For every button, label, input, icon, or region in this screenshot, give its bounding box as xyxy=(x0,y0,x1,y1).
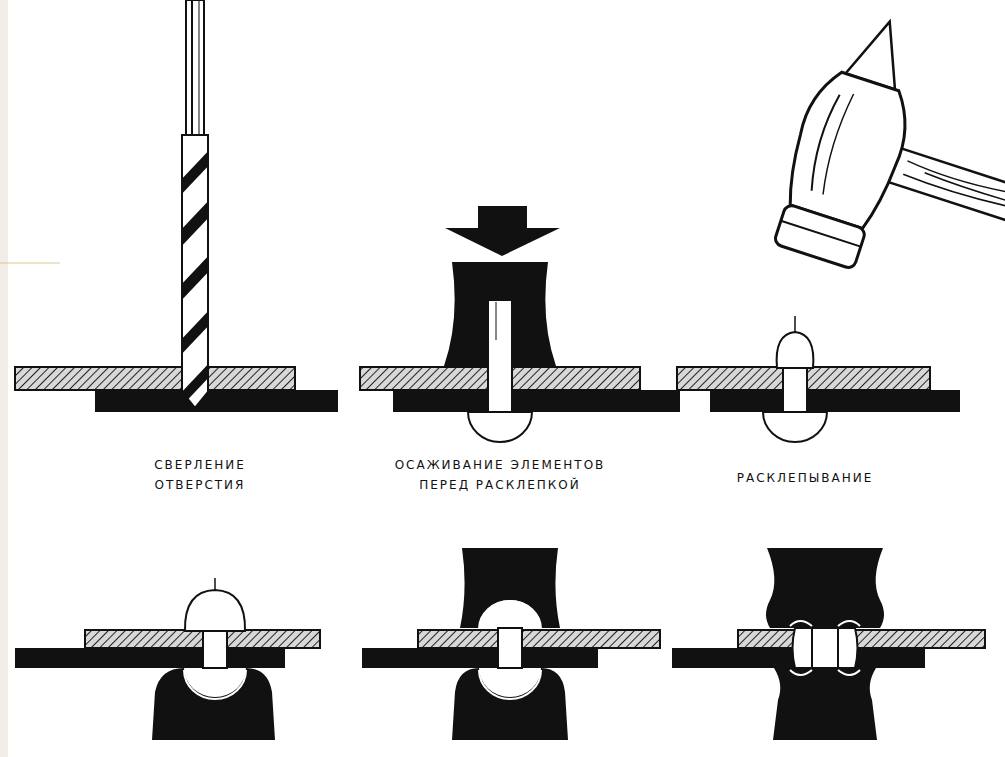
lower-plate xyxy=(710,390,960,412)
two-tool-panel xyxy=(362,548,660,740)
wood-grain xyxy=(903,159,1005,225)
drill-flute xyxy=(176,145,214,200)
force-arrow xyxy=(445,206,560,256)
drill-shank-line xyxy=(191,0,193,137)
rivet-body xyxy=(793,628,858,668)
rivet-axis-line xyxy=(794,316,796,332)
drill-shank-line xyxy=(199,0,200,137)
upper-tool xyxy=(766,548,884,628)
hammer-face xyxy=(773,204,866,270)
lower-tool xyxy=(773,668,877,740)
upper-tool xyxy=(460,548,560,628)
rivet-shank-line xyxy=(812,628,838,668)
upper-plate xyxy=(418,630,660,648)
rivet-shank xyxy=(488,300,512,412)
hammer-shading xyxy=(805,93,843,190)
rivet-formed-head xyxy=(777,332,814,368)
drilling-panel xyxy=(15,0,338,412)
rivet-head-outline xyxy=(184,670,246,699)
rivet-head xyxy=(468,412,532,442)
upper-plate xyxy=(738,630,985,648)
drill-flute xyxy=(176,358,214,412)
hammer-face-line xyxy=(781,221,861,247)
rivet-head-outline xyxy=(479,601,541,629)
step-caption: РАСКЛЕПЫВАНИЕ xyxy=(695,468,915,488)
lower-plate xyxy=(95,390,338,412)
support-anvil xyxy=(152,668,275,740)
rivet-shank-line xyxy=(496,302,497,340)
hammer xyxy=(765,6,1005,331)
rivet-head-outline xyxy=(479,670,541,699)
drill-shank xyxy=(186,0,204,137)
rivet-shank xyxy=(498,628,522,668)
setting-panel xyxy=(360,206,680,442)
rivet-head xyxy=(763,412,827,442)
flat-head-panel xyxy=(672,548,985,740)
hammering-panel xyxy=(677,6,1005,442)
drill-flute xyxy=(176,305,214,360)
step-caption: СВЕРЛЕНИЕ ОТВЕРСТИЯ xyxy=(130,455,270,495)
rivet-axis-line xyxy=(214,578,216,590)
lower-plate xyxy=(362,648,598,668)
rivet-formed-head xyxy=(185,590,245,631)
lower-plate xyxy=(15,648,285,668)
lower-tool xyxy=(452,668,568,740)
hammer-shading xyxy=(818,93,856,195)
drill-flutes xyxy=(176,145,214,412)
slide-rule-line xyxy=(0,263,60,264)
rivet-head-outline xyxy=(790,621,860,626)
step-caption: ОСАЖИВАНИЕ ЭЛЕМЕНТОВ ПЕРЕД РАСКЛЕПКОЙ xyxy=(380,455,620,495)
drill-flute xyxy=(176,250,214,306)
support-panel xyxy=(15,578,320,740)
upper-plate xyxy=(15,367,295,390)
drill-flute xyxy=(176,195,214,252)
rivet-head-outline xyxy=(790,670,860,675)
lower-plate xyxy=(393,390,680,412)
